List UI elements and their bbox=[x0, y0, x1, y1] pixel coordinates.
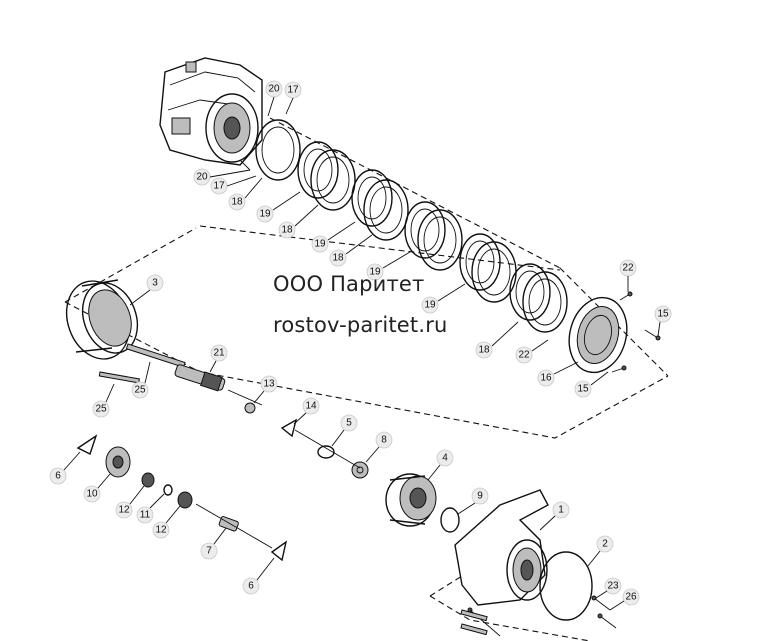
svg-text:6: 6 bbox=[248, 581, 254, 592]
end-cover bbox=[568, 291, 661, 374]
svg-text:11: 11 bbox=[140, 510, 151, 521]
svg-text:18: 18 bbox=[231, 197, 243, 208]
callout-19-b: 19 bbox=[311, 235, 329, 253]
watermark-website: rostov-paritet.ru bbox=[273, 313, 448, 337]
svg-text:17: 17 bbox=[287, 85, 299, 96]
svg-text:18: 18 bbox=[332, 253, 344, 264]
callout-12-upper: 12 bbox=[115, 501, 133, 519]
callout-4: 4 bbox=[436, 449, 454, 467]
callout-20-top: 20 bbox=[265, 80, 283, 98]
assembly-boundary-middle bbox=[64, 227, 669, 439]
callout-6-left: 6 bbox=[49, 467, 67, 485]
svg-text:19: 19 bbox=[259, 209, 271, 220]
svg-text:19: 19 bbox=[314, 239, 326, 250]
callout-22-lower: 22 bbox=[515, 346, 533, 364]
svg-text:9: 9 bbox=[477, 491, 483, 502]
callout-11: 11 bbox=[136, 506, 154, 524]
callout-8: 8 bbox=[375, 431, 393, 449]
svg-text:4: 4 bbox=[442, 453, 448, 464]
svg-text:25: 25 bbox=[95, 404, 107, 415]
clutch-disc-pack bbox=[255, 119, 568, 333]
callout-9: 9 bbox=[471, 487, 489, 505]
callout-17-left: 17 bbox=[210, 177, 228, 195]
svg-text:3: 3 bbox=[152, 278, 158, 289]
callout-16: 16 bbox=[537, 369, 555, 387]
svg-text:26: 26 bbox=[625, 592, 637, 603]
small-parts bbox=[244, 402, 369, 479]
svg-text:6: 6 bbox=[55, 471, 61, 482]
callout-10: 10 bbox=[83, 485, 101, 503]
svg-text:15: 15 bbox=[577, 384, 589, 395]
callout-6-lower: 6 bbox=[242, 577, 260, 595]
callout-18-b: 18 bbox=[278, 221, 296, 239]
svg-text:17: 17 bbox=[213, 181, 225, 192]
watermark-company-name: ООО Паритет bbox=[273, 272, 425, 296]
svg-text:2: 2 bbox=[602, 539, 608, 550]
callout-1: 1 bbox=[552, 501, 570, 519]
callout-21: 21 bbox=[210, 344, 228, 362]
planet-gear-set bbox=[76, 434, 288, 562]
svg-text:22: 22 bbox=[622, 263, 634, 274]
callout-3: 3 bbox=[146, 274, 164, 292]
callout-5: 5 bbox=[340, 414, 358, 432]
planet-carrier bbox=[385, 473, 460, 533]
callout-23: 23 bbox=[604, 577, 622, 595]
callout-2: 2 bbox=[596, 535, 614, 553]
seal-ring bbox=[539, 551, 593, 621]
svg-text:13: 13 bbox=[263, 379, 275, 390]
callout-20-left: 20 bbox=[193, 168, 211, 186]
callout-22-right: 22 bbox=[619, 259, 637, 277]
svg-text:21: 21 bbox=[213, 348, 225, 359]
callout-13: 13 bbox=[260, 375, 278, 393]
callout-15-lower: 15 bbox=[574, 380, 592, 398]
callout-18-a: 18 bbox=[228, 193, 246, 211]
svg-text:23: 23 bbox=[607, 581, 619, 592]
svg-text:10: 10 bbox=[86, 489, 98, 500]
drive-housing bbox=[159, 57, 263, 171]
callout-19-c: 19 bbox=[366, 263, 384, 281]
svg-text:19: 19 bbox=[369, 267, 381, 278]
callouts: 20 17 20 17 18 19 18 19 18 19 19 18 22 2… bbox=[49, 80, 672, 611]
input-shaft bbox=[174, 364, 263, 406]
wheel-hub bbox=[454, 489, 549, 637]
svg-text:12: 12 bbox=[155, 525, 167, 536]
svg-text:16: 16 bbox=[540, 373, 552, 384]
svg-text:18: 18 bbox=[478, 345, 490, 356]
callout-25-upper: 25 bbox=[131, 381, 149, 399]
svg-text:8: 8 bbox=[381, 435, 387, 446]
svg-text:15: 15 bbox=[657, 309, 669, 320]
assembly-boundary-lower bbox=[429, 575, 591, 641]
svg-text:12: 12 bbox=[118, 505, 130, 516]
callout-25-lower: 25 bbox=[92, 400, 110, 418]
svg-text:19: 19 bbox=[424, 300, 436, 311]
callout-12-lower: 12 bbox=[152, 521, 170, 539]
callout-18-d: 18 bbox=[475, 341, 493, 359]
ring-gear bbox=[65, 279, 139, 360]
callout-26: 26 bbox=[622, 588, 640, 606]
callout-15-right: 15 bbox=[654, 305, 672, 323]
svg-text:20: 20 bbox=[196, 172, 208, 183]
svg-text:1: 1 bbox=[558, 505, 564, 516]
callout-7: 7 bbox=[200, 542, 218, 560]
callout-19-a: 19 bbox=[256, 205, 274, 223]
pin-rods bbox=[98, 343, 186, 384]
bolts bbox=[460, 595, 617, 636]
svg-text:25: 25 bbox=[134, 385, 146, 396]
svg-text:14: 14 bbox=[305, 401, 317, 412]
svg-text:20: 20 bbox=[268, 84, 280, 95]
callout-14: 14 bbox=[302, 397, 320, 415]
callout-19-d: 19 bbox=[421, 296, 439, 314]
svg-text:7: 7 bbox=[206, 546, 212, 557]
callout-17-top: 17 bbox=[284, 81, 302, 99]
svg-text:5: 5 bbox=[346, 418, 352, 429]
svg-text:22: 22 bbox=[518, 350, 530, 361]
callout-18-c: 18 bbox=[329, 249, 347, 267]
svg-text:18: 18 bbox=[281, 225, 293, 236]
